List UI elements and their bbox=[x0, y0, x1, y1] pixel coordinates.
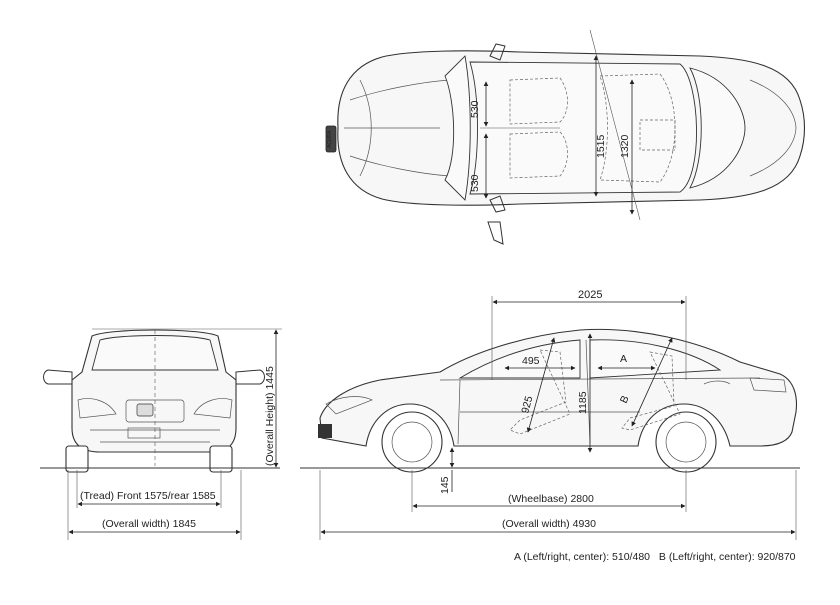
front-plate-side bbox=[318, 424, 332, 438]
front-legroom-label: 495 bbox=[522, 355, 540, 367]
front-plate bbox=[325, 125, 337, 153]
overall-width-label: (Overall width) 1845 bbox=[102, 518, 196, 530]
ground-clearance-label: 145 bbox=[439, 476, 451, 494]
badge-text: ACURA bbox=[327, 130, 333, 148]
tread-label: (Tread) Front 1575/rear 1585 bbox=[80, 490, 216, 502]
grille-emblem bbox=[136, 403, 154, 417]
footnote: A (Left/right, center): 510/480 B (Left/… bbox=[514, 551, 802, 563]
side-view: 2025 495 A 1185 925 B 145 (Wheelbase) 28… bbox=[300, 289, 800, 540]
overall-height-label: (Overall Height) 1445 bbox=[264, 366, 276, 466]
height-1185-label: 1185 bbox=[577, 391, 589, 414]
dimension-a-label: A bbox=[620, 353, 627, 365]
footnote-a: A (Left/right, center): 510/480 bbox=[514, 551, 650, 563]
rear-width-label: 1515 bbox=[595, 134, 607, 158]
top-view: 530 530 1515 1320 ACURA bbox=[325, 29, 806, 245]
overall-length-label: (Overall width) 4930 bbox=[502, 518, 596, 530]
seat-offset-lower-label: 530 bbox=[469, 174, 481, 192]
interior-length-label: 2025 bbox=[578, 289, 602, 301]
footnote-b: B (Left/right, center): 920/870 bbox=[658, 551, 796, 563]
dimension-b-label: B bbox=[618, 394, 632, 405]
seat-offset-upper-label: 530 bbox=[469, 100, 481, 118]
front-width-label: 1320 bbox=[619, 134, 631, 158]
wheelbase-label: (Wheelbase) 2800 bbox=[508, 493, 594, 505]
seat-925-label: 925 bbox=[519, 395, 535, 415]
front-view: (Overall Height) 1445 (Tread) Front 1575… bbox=[40, 328, 282, 540]
